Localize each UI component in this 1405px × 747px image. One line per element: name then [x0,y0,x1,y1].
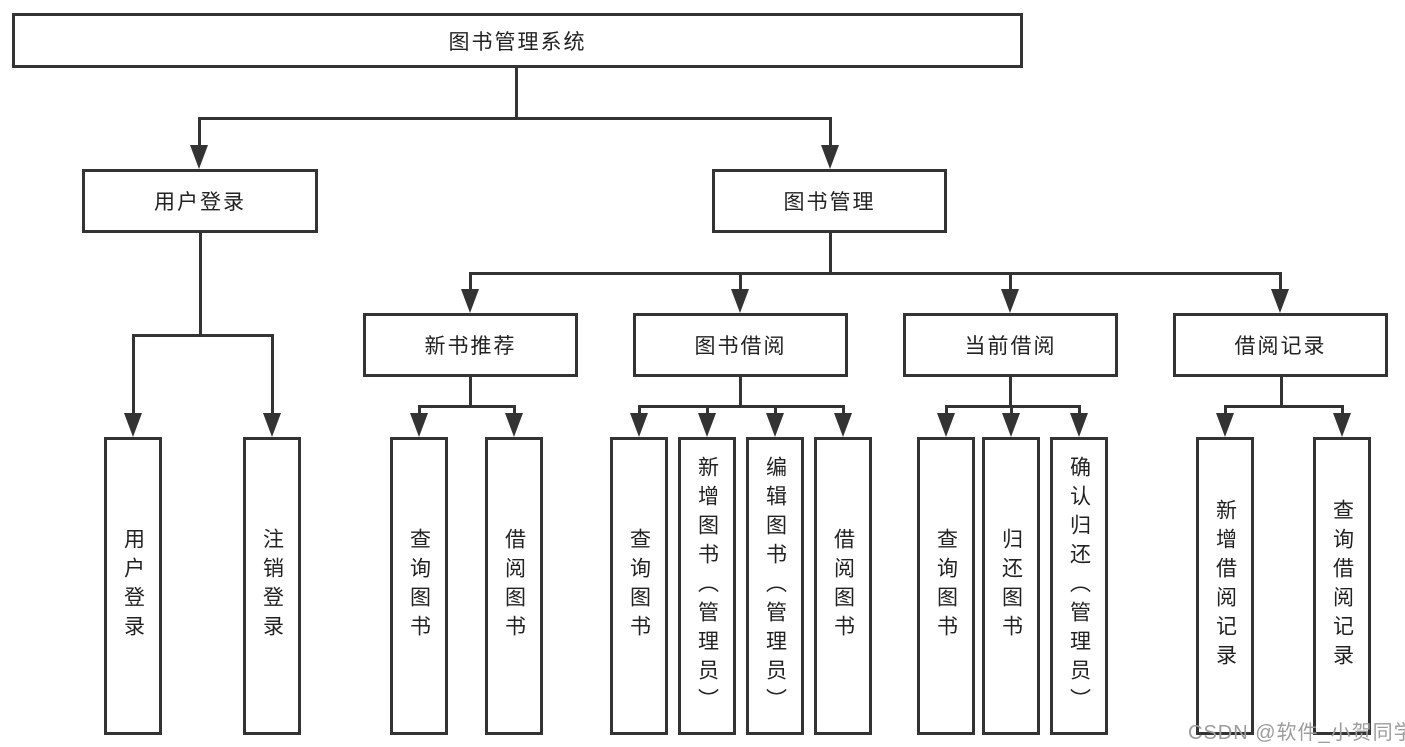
connector-line [738,377,742,407]
connector-arrowhead-icon [821,145,839,169]
connector-arrowhead-icon [937,413,955,437]
node-query-books-current: 查询图书 [917,437,975,735]
connector-arrowhead-icon [1333,413,1351,437]
connector-line [944,405,948,417]
connector-arrowhead-icon [1002,413,1020,437]
connector-arrowhead-icon [190,145,208,169]
connector-arrowhead-icon [834,413,852,437]
connector-line [197,117,832,120]
connector-line [1278,272,1282,292]
node-borrowing-records: 借阅记录 [1173,313,1388,377]
connector-line [468,272,472,292]
node-query-books-recommend: 查询图书 [390,437,448,735]
node-add-books-admin: 新增图书（管理员） [678,437,736,735]
node-logout: 注销登录 [243,437,301,735]
connector-line [417,405,421,417]
node-confirm-return-admin: 确认归还（管理员） [1050,437,1108,735]
connector-line [468,272,1282,275]
connector-line [828,117,832,149]
connector-line [637,405,845,408]
connector-line [1008,272,1012,292]
connector-line [514,68,518,118]
connector-line [1008,377,1012,407]
node-borrow-books-recommend: 借阅图书 [485,437,543,735]
connector-arrowhead-icon [766,413,784,437]
connector-arrowhead-icon [124,413,142,437]
connector-line [1340,405,1344,417]
connector-line [828,233,832,275]
node-query-books-borrowing: 查询图书 [610,437,668,735]
connector-line [131,334,135,418]
connector-line [1077,405,1081,417]
connector-line [1009,405,1013,417]
connector-arrowhead-icon [1216,413,1234,437]
node-book-borrowing: 图书借阅 [633,313,848,377]
connector-line [1279,377,1283,407]
connector-line [841,405,845,417]
connector-arrowhead-icon [630,413,648,437]
node-query-borrowing-record: 查询借阅记录 [1313,437,1371,735]
connector-line [131,334,274,337]
node-library-management-system: 图书管理系统 [12,13,1023,68]
connector-arrowhead-icon [1271,289,1289,313]
connector-line [705,405,709,417]
connector-line [637,405,641,417]
csdn-watermark: CSDN @软件_小贺同学 [1188,722,1405,744]
node-add-borrowing-record: 新增借阅记录 [1196,437,1254,735]
node-user-login-leaf: 用户登录 [104,437,162,735]
connector-line [738,272,742,292]
node-current-borrowing: 当前借阅 [903,313,1118,377]
connector-arrowhead-icon [698,413,716,437]
connector-arrowhead-icon [410,413,428,437]
connector-line [1223,405,1344,408]
connector-arrowhead-icon [505,413,523,437]
connector-line [468,377,472,407]
node-new-book-recommendation: 新书推荐 [363,313,578,377]
node-borrow-books-borrowing: 借阅图书 [814,437,872,735]
connector-line [198,233,202,337]
connector-arrowhead-icon [1001,289,1019,313]
connector-arrowhead-icon [731,289,749,313]
node-return-books: 归还图书 [982,437,1040,735]
node-edit-books-admin: 编辑图书（管理员） [746,437,804,735]
connector-arrowhead-icon [263,413,281,437]
node-book-management: 图书管理 [712,169,947,233]
connector-line [197,117,201,149]
connector-line [1223,405,1227,417]
connector-arrowhead-icon [461,289,479,313]
connector-line [512,405,516,417]
connector-line [417,405,516,408]
connector-line [944,405,1081,408]
connector-line [270,334,274,418]
connector-line [773,405,777,417]
node-user-login: 用户登录 [82,169,318,233]
connector-arrowhead-icon [1070,413,1088,437]
